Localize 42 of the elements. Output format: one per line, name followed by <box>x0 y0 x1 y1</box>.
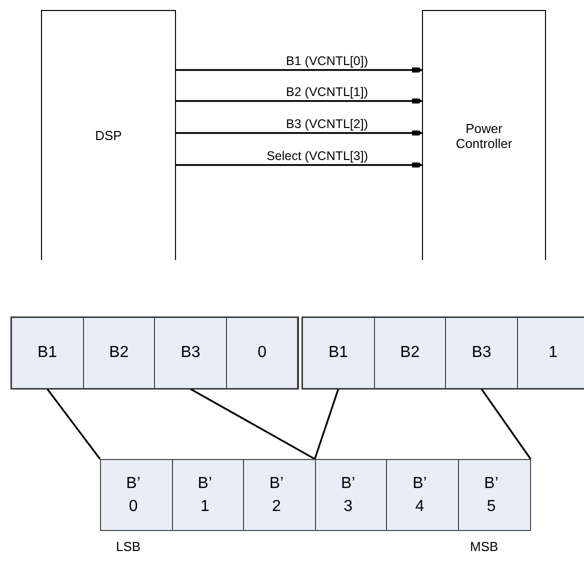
bit-cell <box>458 459 531 531</box>
edge-label: B2 (VCNTL[1]) <box>285 85 369 99</box>
bit-cell <box>386 459 459 531</box>
bit-order-label: LSB <box>116 539 141 554</box>
bit-label: B3 <box>472 344 492 362</box>
connector-line <box>480 388 532 460</box>
bit-cell <box>11 317 84 389</box>
bit-order-label: MSB <box>470 539 498 554</box>
block-box <box>41 10 176 260</box>
bit-label: B3 <box>180 344 200 362</box>
edge-label: Select (VCNTL[3]) <box>266 149 369 163</box>
bit-cell <box>516 317 584 389</box>
block-label: DSP <box>94 128 123 143</box>
bit-label: B’ 3 <box>340 474 356 517</box>
bit-label: B’ 4 <box>412 474 428 517</box>
bit-label: B’ 5 <box>483 474 500 517</box>
bit-cell <box>100 459 173 531</box>
connector-line <box>190 388 316 460</box>
connector-line <box>46 388 101 460</box>
bit-cell <box>445 317 518 389</box>
bit-cell <box>154 317 227 389</box>
edge-label: B3 (VCNTL[2]) <box>285 117 369 131</box>
edge-label: B1 (VCNTL[0]) <box>285 54 369 68</box>
bit-cell <box>82 317 156 389</box>
bit-label: 1 <box>548 344 558 362</box>
bit-cell <box>302 317 375 389</box>
bit-cell <box>374 317 446 389</box>
bit-cell <box>226 317 298 389</box>
bit-label: B’ 0 <box>125 474 142 517</box>
block-label: Power Controller <box>454 120 514 150</box>
bit-label: B1 <box>328 344 348 362</box>
bit-cell <box>172 459 244 531</box>
bit-cell <box>314 459 388 531</box>
bit-label: 0 <box>258 344 267 362</box>
bit-label: B’ 1 <box>196 474 213 517</box>
bit-label: B’ 2 <box>268 474 285 517</box>
bit-label: B2 <box>400 344 420 362</box>
bit-label: B1 <box>38 344 58 362</box>
connector-line <box>314 388 340 460</box>
block-box <box>422 10 546 260</box>
bit-label: B2 <box>109 344 129 362</box>
bit-cell <box>243 459 316 531</box>
